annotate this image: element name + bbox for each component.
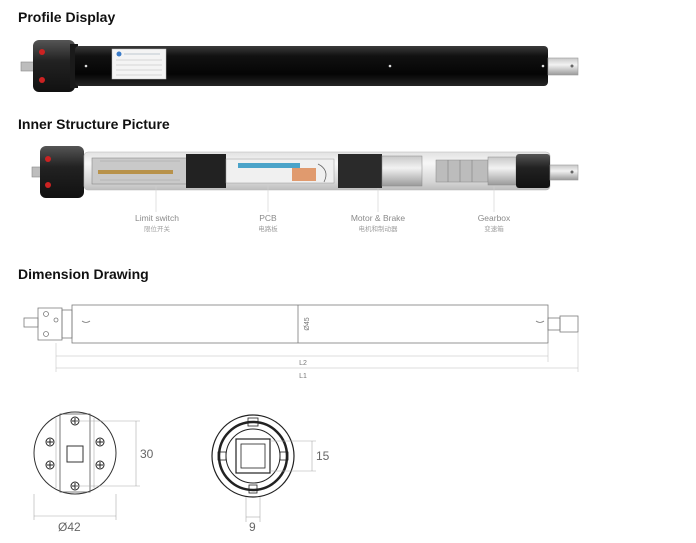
inner-gearbox xyxy=(435,159,489,183)
profile-red-button-top xyxy=(39,49,45,55)
caption-gearbox: Gearbox xyxy=(478,213,511,223)
dim-slot-width: 9 xyxy=(249,520,256,534)
profile-motor xyxy=(20,40,579,92)
inner-drive-adapter xyxy=(516,154,550,188)
dim-head-diameter: Ø42 xyxy=(58,520,81,534)
end-view-adapter xyxy=(211,414,295,498)
caption-motor-brake: Motor & Brake xyxy=(351,213,406,223)
dim-head-height: 30 xyxy=(140,447,154,461)
inner-head xyxy=(40,146,84,198)
profile-red-button-bottom xyxy=(39,77,45,83)
inner-structure-heading: Inner Structure Picture xyxy=(18,116,170,132)
adapter-dim-lines xyxy=(245,440,316,522)
profile-head-ring xyxy=(70,44,78,88)
profile-left-stub xyxy=(20,61,36,72)
dim-l2: L2 xyxy=(299,360,307,367)
profile-right-shaft xyxy=(547,57,579,76)
dim-tube-diameter: Ø45 xyxy=(304,317,311,330)
caption-gearbox-cn: 变速箱 xyxy=(484,224,504,233)
inner-gear-block xyxy=(186,154,226,188)
inner-brake xyxy=(381,155,423,187)
profile-head xyxy=(33,40,75,92)
caption-pcb: PCB xyxy=(259,213,277,223)
dimension-side-view xyxy=(23,304,579,372)
dim-shaft-size: 15 xyxy=(316,449,330,463)
inner-pcb-chip xyxy=(292,168,316,181)
head-dim-lines xyxy=(33,420,140,520)
dimension-drawing-heading: Dimension Drawing xyxy=(18,266,149,282)
end-view-head-screws xyxy=(45,416,105,491)
caption-pcb-cn: 电路板 xyxy=(258,224,278,233)
inner-pcb xyxy=(225,158,335,184)
inner-limit-switch-screw xyxy=(98,170,173,174)
inner-motor xyxy=(338,154,382,188)
caption-limit-switch: Limit switch xyxy=(135,213,179,223)
caption-motor-brake-cn: 电机和制动器 xyxy=(359,224,399,233)
profile-tube xyxy=(75,46,548,86)
profile-display-heading: Profile Display xyxy=(18,9,116,25)
inner-structure-motor xyxy=(31,146,579,212)
end-view-head xyxy=(33,411,117,495)
dim-l1: L1 xyxy=(299,373,307,380)
profile-label-logo-icon xyxy=(116,51,122,57)
caption-limit-switch-cn: 限位开关 xyxy=(144,224,171,233)
inner-pcb-board xyxy=(238,163,300,168)
